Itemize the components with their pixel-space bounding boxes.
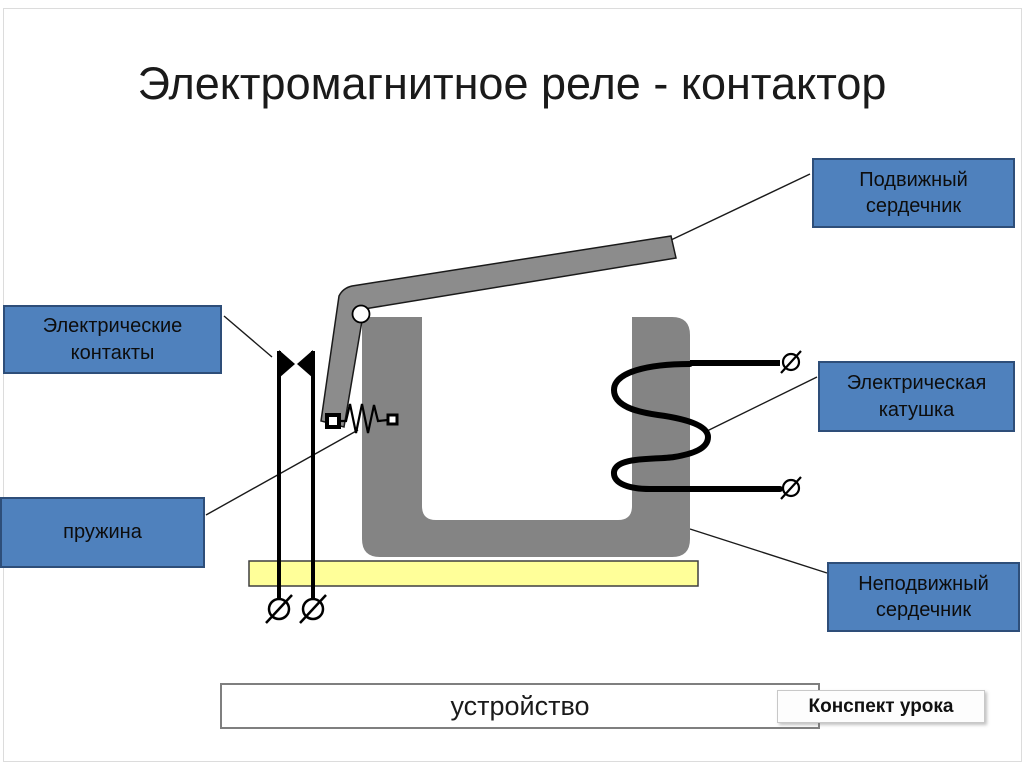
label-line-movable-core [670, 173, 811, 241]
terminal-slash-icon [780, 350, 802, 374]
device-caption: устройство [450, 690, 590, 721]
terminal-slash-icon [780, 476, 802, 500]
label-electrical-contacts: Электрические контакты [3, 305, 222, 374]
label-spring: пружина [0, 497, 205, 568]
label-line-spring [205, 429, 359, 516]
terminal-slash-icon [265, 594, 293, 624]
label-line-fixed-core [689, 528, 828, 574]
lesson-notes-button[interactable]: Конспект урока [777, 690, 985, 723]
movable-core-shape [320, 235, 677, 428]
device-caption-box: устройство [220, 683, 820, 729]
label-electric-coil: Электрическая катушка [818, 361, 1015, 432]
contact-tip-right [297, 350, 313, 378]
label-fixed-core: Неподвижный сердечник [827, 562, 1020, 632]
pivot-circle [351, 304, 371, 324]
label-line-coil [706, 376, 818, 432]
terminal-slash-icon [299, 594, 327, 624]
label-movable-core: Подвижный сердечник [812, 158, 1015, 228]
slide-title: Электромагнитное реле - контактор [137, 58, 887, 109]
contact-tip-left [279, 350, 295, 378]
fixed-core-shape [362, 317, 690, 557]
spring-anchor-right [386, 413, 399, 426]
base-plate [248, 560, 699, 587]
coil-wire [610, 361, 783, 492]
spring-shape [339, 403, 389, 434]
label-line-contacts [223, 315, 273, 358]
spring-anchor-left [325, 413, 341, 429]
